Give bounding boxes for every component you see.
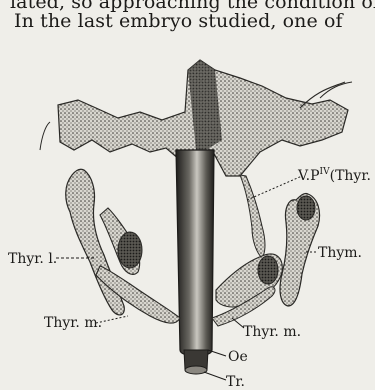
right-lateral-lobe xyxy=(212,175,282,326)
label-thyr-l: Thyr. l. xyxy=(8,251,57,267)
label-oe: Oe xyxy=(228,349,248,365)
central-tube xyxy=(176,150,214,374)
label-thyr-m-left: Thyr. m. xyxy=(44,315,102,331)
label-tr: Tr. xyxy=(226,374,245,390)
label-thym: Thym. xyxy=(318,245,362,261)
label-thyr-m-right: Thyr. m. xyxy=(243,324,301,340)
label-vp-thyr: V.PIV(Thyr. l.) xyxy=(297,167,375,184)
thymus xyxy=(280,193,320,306)
